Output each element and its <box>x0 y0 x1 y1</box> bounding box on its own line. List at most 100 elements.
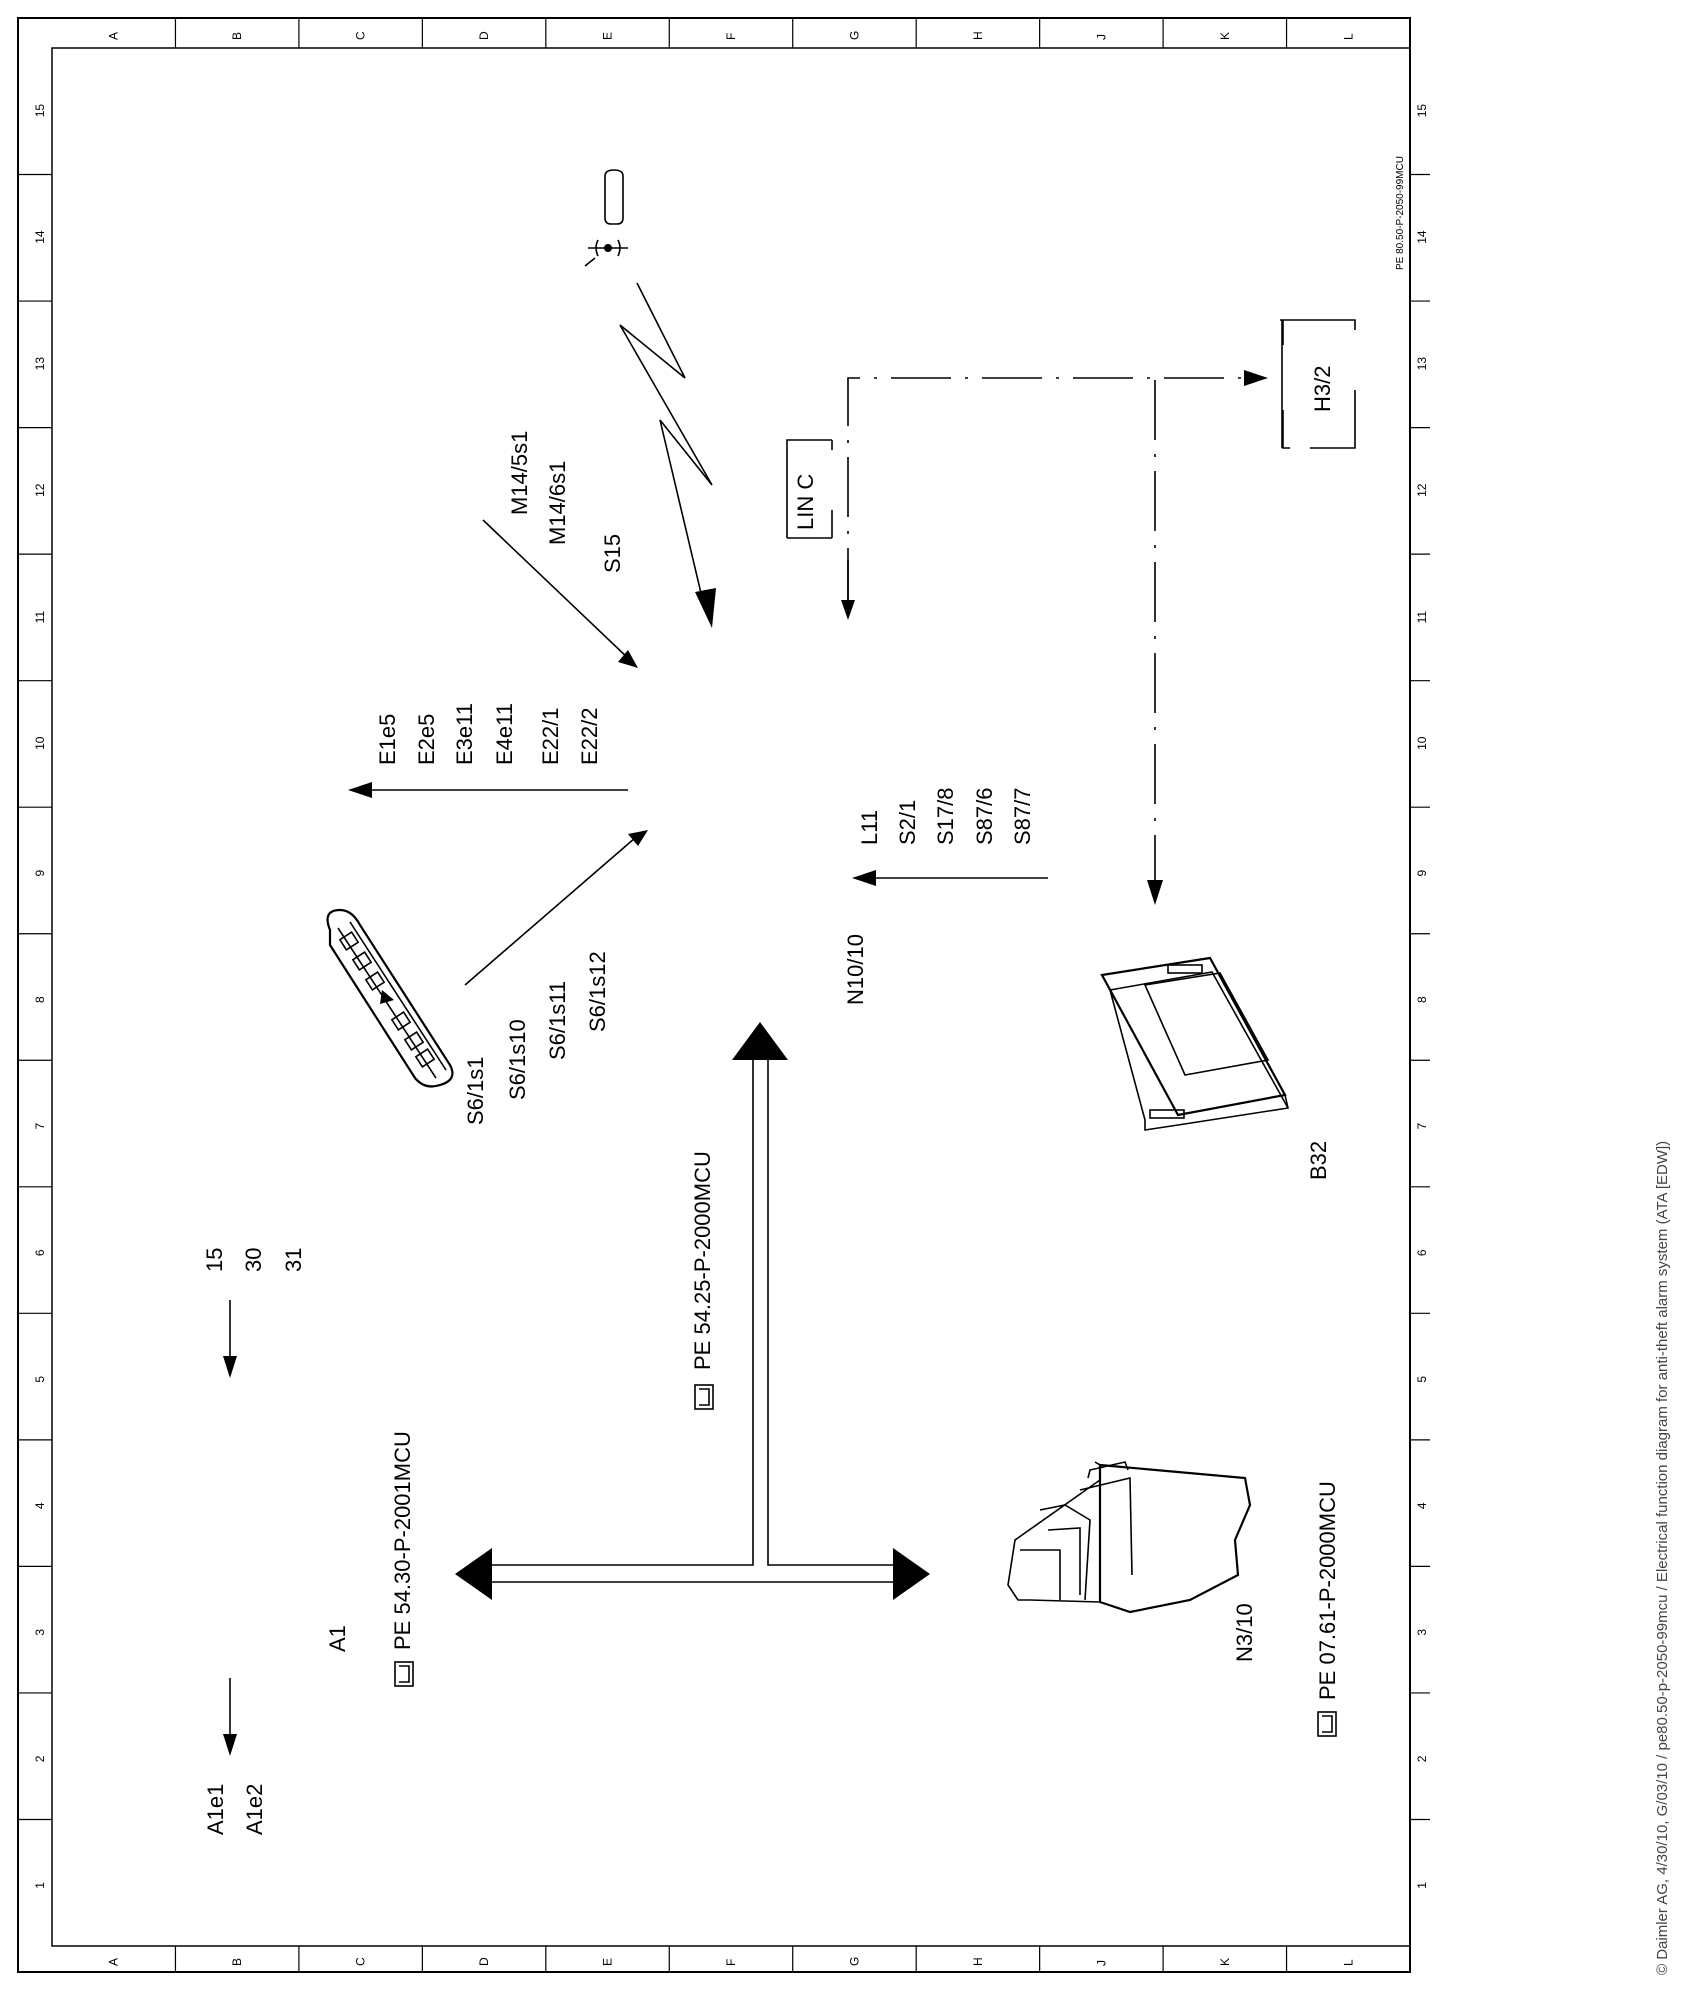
grid-row-label: 14 <box>1415 230 1429 244</box>
grid-row-label: 9 <box>33 869 47 876</box>
label-h3-2: H3/2 <box>1310 366 1335 412</box>
pointing-hand-icon <box>1317 1711 1337 1737</box>
grid-column-label: E <box>601 1958 615 1966</box>
h3-2-component-box <box>1280 319 1356 449</box>
terminal-supply-arrowhead <box>223 1356 237 1378</box>
grid-row-label: 3 <box>33 1629 47 1636</box>
grid-row-label: 10 <box>33 736 47 750</box>
grid-row-label: 7 <box>33 1123 47 1130</box>
reference-pe-07-61[interactable]: PE 07.61-P-2000MCU <box>1315 1481 1340 1700</box>
label-s2-1: S2/1 <box>895 800 920 845</box>
sheet-id: PE 80.50-P-2050-99MCU <box>1395 156 1406 270</box>
grid-column-label: B <box>230 32 244 40</box>
label-m14-6s1: M14/6s1 <box>545 461 570 545</box>
remote-key-s6-1-icon <box>326 908 454 1088</box>
grid-row-label: 2 <box>33 1755 47 1762</box>
grid-column-label: H <box>971 31 985 40</box>
lin-c-arrowhead <box>841 600 855 620</box>
grid-row-label: 11 <box>1415 611 1429 624</box>
grid-row-label: 4 <box>1415 1502 1429 1509</box>
grid-row-label: 12 <box>1415 483 1429 497</box>
grid-column-label: B <box>230 1958 244 1966</box>
label-e4e11: E4e11 <box>492 703 517 765</box>
grid-column-label: G <box>847 1957 861 1966</box>
grid-row-label: 13 <box>1415 357 1429 371</box>
label-m14-5s1: M14/5s1 <box>507 431 532 515</box>
label-s6-1s11: S6/1s11 <box>545 981 570 1060</box>
grid-column-label: F <box>724 33 738 40</box>
label-a1e1: A1e1 <box>203 1784 228 1835</box>
remote-key-arrowhead <box>628 830 648 846</box>
label-e2e5: E2e5 <box>414 714 439 765</box>
grid-row-label: 2 <box>1415 1755 1429 1762</box>
grid-row-label: 1 <box>33 1882 47 1889</box>
reference-pe-54-25[interactable]: PE 54.25-P-2000MCU <box>690 1151 715 1370</box>
grid-row-label: 5 <box>33 1376 47 1383</box>
pointing-hand-icon <box>694 1384 714 1410</box>
grid-row-label: 15 <box>33 104 47 118</box>
label-n3-10: N3/10 <box>1232 1603 1257 1662</box>
reference-pe-54-30[interactable]: PE 54.30-P-2001MCU <box>390 1431 415 1650</box>
grid-column-label: K <box>1218 32 1232 40</box>
radio-signal-arrow <box>619 282 716 628</box>
lin-bus-line-to-h3-2 <box>847 377 1248 608</box>
b32-sensor-icon <box>1100 956 1289 1131</box>
grid-row-label: 5 <box>1415 1376 1429 1383</box>
grid-column-label: L <box>1341 33 1355 40</box>
grid-row-label: 3 <box>1415 1629 1429 1636</box>
copyright-text: © Daimler AG, 4/30/10, G/03/10 / pe80.50… <box>1654 1141 1671 1975</box>
label-s17-8: S17/8 <box>933 788 958 846</box>
lin-c-bus-box <box>786 439 833 539</box>
label-a1: A1 <box>325 1625 350 1652</box>
output-l11-arrowhead <box>852 870 876 886</box>
grid-column-label: A <box>107 32 121 40</box>
can-bus-t-connector <box>455 1022 930 1600</box>
label-e22-1: E22/1 <box>538 708 563 766</box>
grid-row-label: 9 <box>1415 869 1429 876</box>
label-lin-c: LIN C <box>793 474 818 530</box>
a1-output-arrowhead <box>223 1734 237 1756</box>
label-s6-1s10: S6/1s10 <box>505 1019 530 1100</box>
h3-2-arrowhead <box>1244 370 1268 386</box>
outer-frame <box>17 17 1411 1973</box>
grid-row-label: 8 <box>33 996 47 1003</box>
label-s87-7: S87/7 <box>1010 788 1035 846</box>
grid-row-label: 13 <box>33 357 47 371</box>
grid-column-label: J <box>1094 1960 1108 1966</box>
m14-s15-arrowhead <box>618 650 638 668</box>
label-e3e11: E3e11 <box>452 703 477 765</box>
label-s15: S15 <box>600 534 625 573</box>
grid-row-label: 4 <box>33 1502 47 1509</box>
grid-column-label: D <box>477 31 491 40</box>
label-s6-1s1: S6/1s1 <box>463 1057 488 1126</box>
label-terminal-15: 15 <box>202 1248 227 1272</box>
label-s87-6: S87/6 <box>972 788 997 846</box>
grid-column-label: A <box>107 1958 121 1966</box>
grid-column-label: C <box>354 31 368 40</box>
label-e1e5: E1e5 <box>375 714 400 765</box>
label-terminal-31: 31 <box>281 1248 306 1272</box>
grid-row-label: 8 <box>1415 996 1429 1003</box>
grid-row-label: 10 <box>1415 736 1429 750</box>
grid-row-label: 15 <box>1415 104 1429 118</box>
grid-row-label: 6 <box>1415 1249 1429 1256</box>
n3-10-control-unit-icon <box>1007 1461 1252 1614</box>
grid-row-label: 6 <box>33 1249 47 1256</box>
label-s6-1s12: S6/1s12 <box>585 951 610 1032</box>
output-e-lamps-arrowhead <box>348 782 372 798</box>
grid-row-label: 14 <box>33 230 47 244</box>
label-e22-2: E22/2 <box>577 708 602 766</box>
grid-column-label: F <box>724 1959 738 1966</box>
pointing-hand-icon <box>394 1661 414 1687</box>
grid-column-label: G <box>847 31 861 40</box>
label-terminal-30: 30 <box>241 1248 266 1272</box>
grid-column-label: D <box>477 1957 491 1966</box>
grid-column-label: K <box>1218 1958 1232 1966</box>
grid-row-label: 1 <box>1415 1882 1429 1889</box>
antenna-icon <box>584 169 628 267</box>
